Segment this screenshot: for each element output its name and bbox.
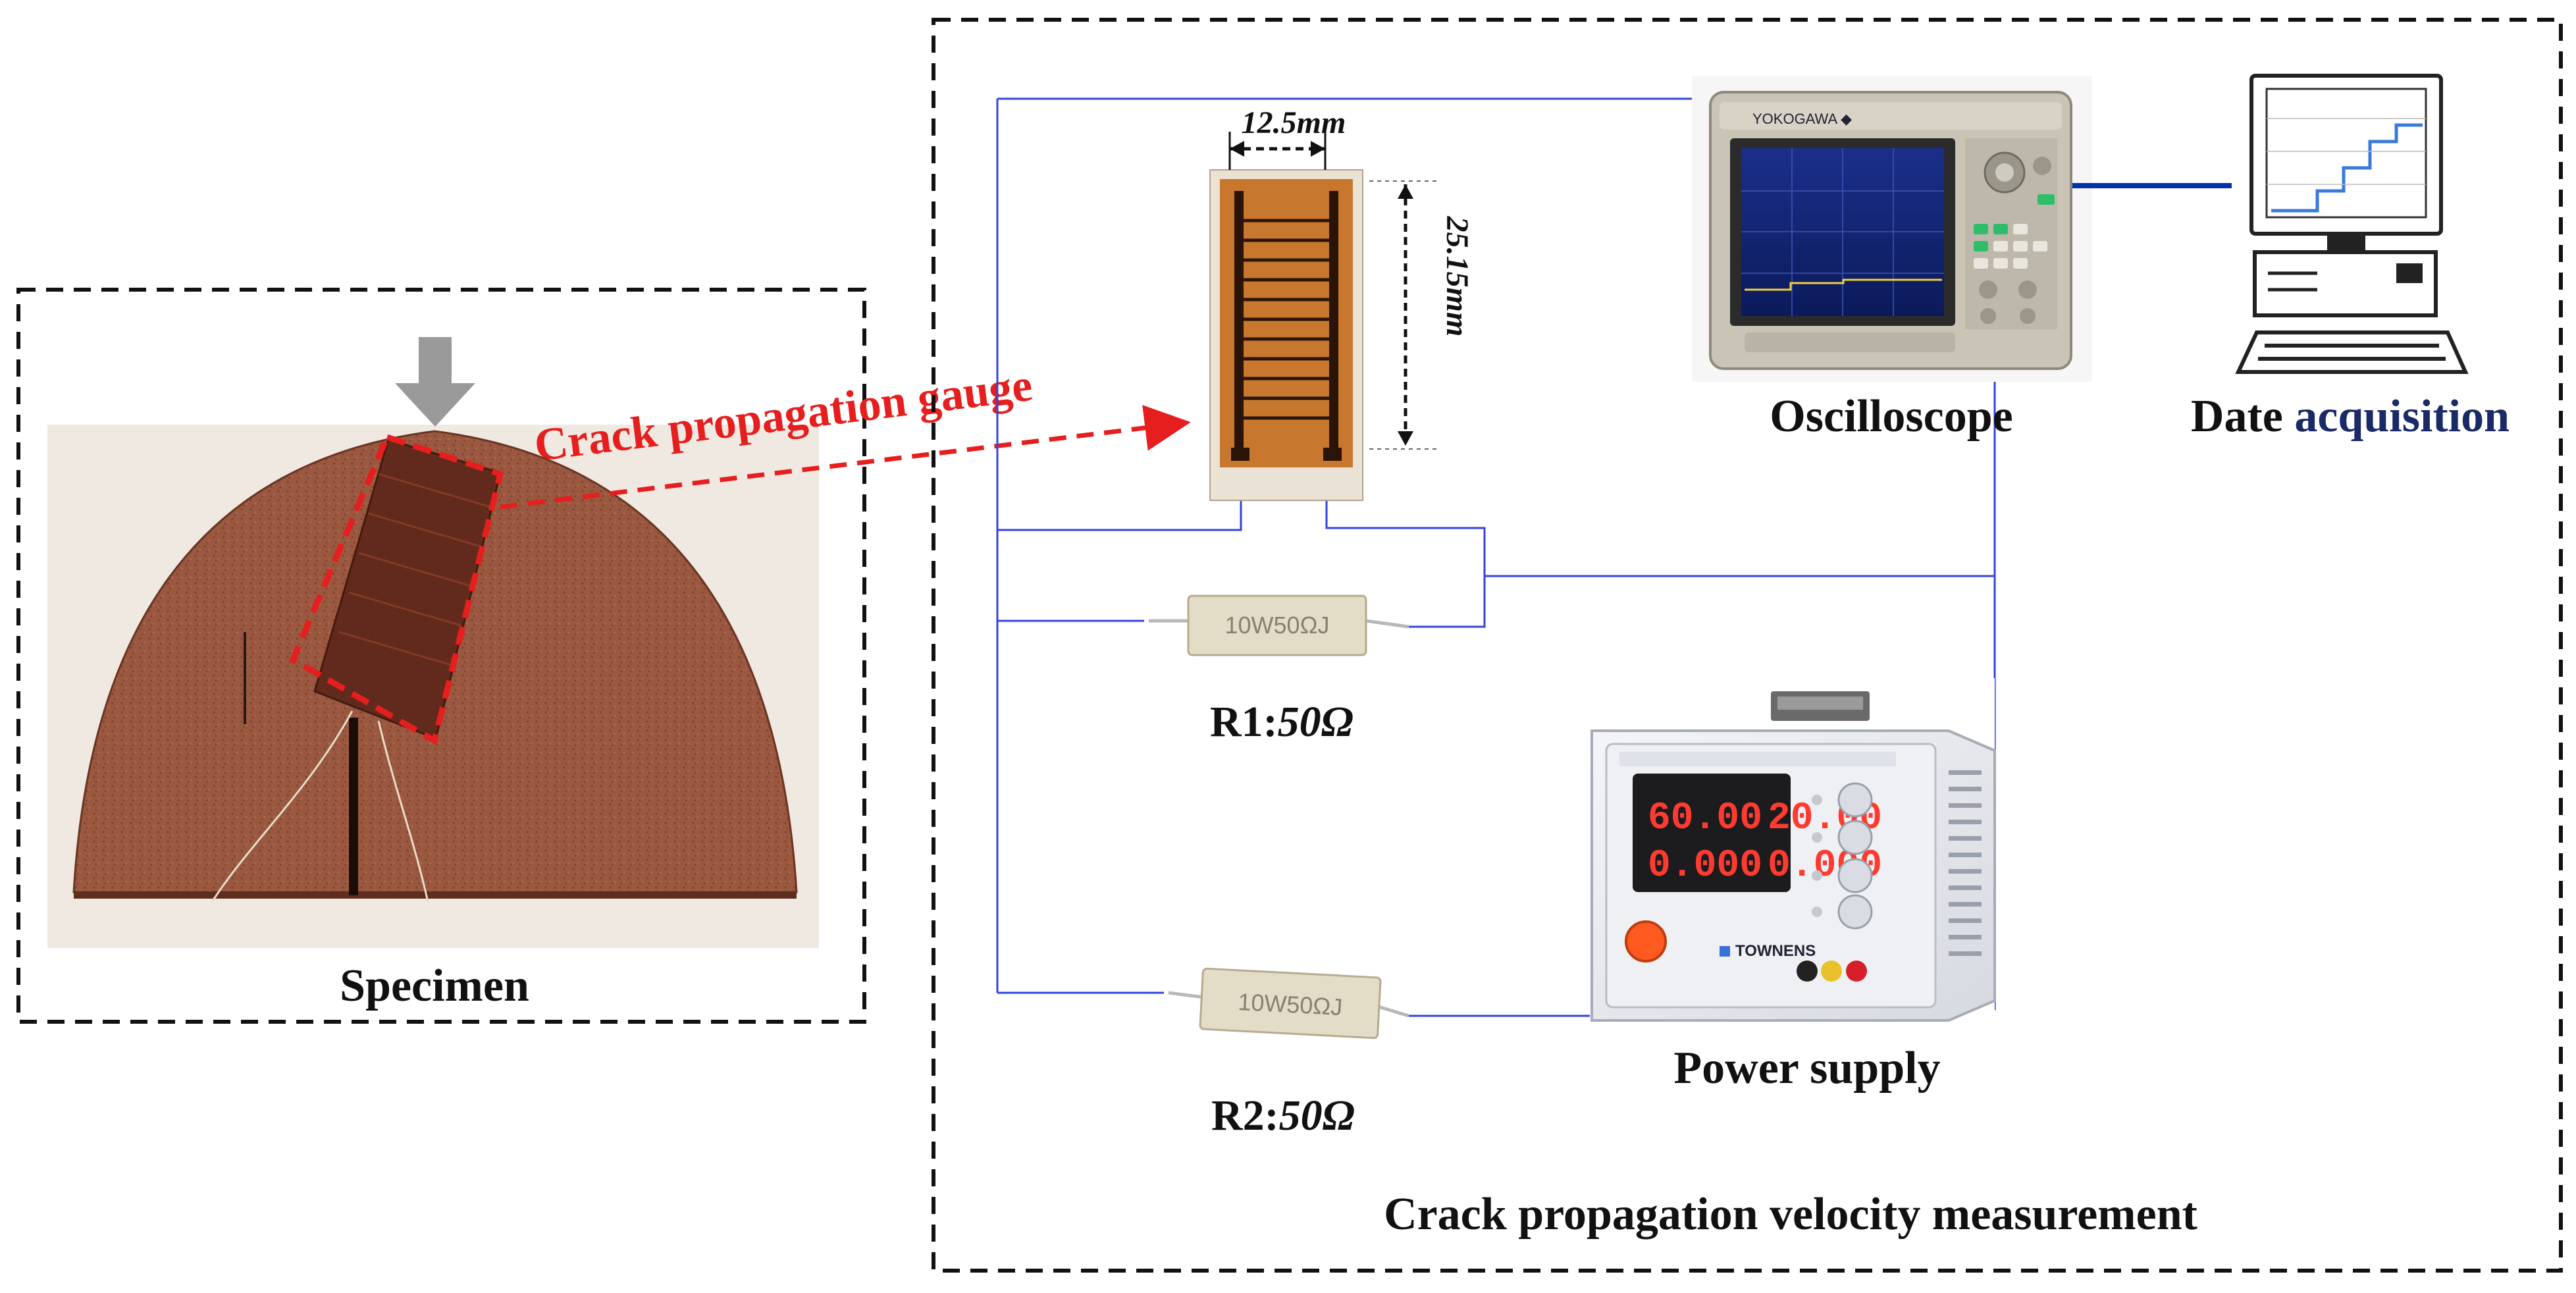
ps-brand: TOWNENS (1735, 942, 1816, 960)
gauge-height-dimension (1369, 180, 1438, 450)
ps-power-button-icon (1625, 920, 1667, 963)
computer-label-part1: Date (2191, 391, 2294, 442)
load-arrow-icon (395, 337, 475, 427)
wire-gauge-right (1325, 500, 1486, 628)
computer-label: Date acquisition (2191, 391, 2510, 442)
gauge-width-label: 12.5mm (1242, 105, 1346, 140)
resistor-r1: 10W50ΩJ (1144, 581, 1409, 670)
power-supply: 60.00 0.000 20.00 0.000 TOWNENS (1590, 678, 1996, 1024)
resistor-r2: 10W50ΩJ (1164, 956, 1409, 1051)
ps-voltage-readout-2: 0.000 (1648, 845, 1762, 887)
oscilloscope-label: Oscilloscope (1770, 391, 2012, 442)
r2-value: 50Ω (1279, 1092, 1355, 1140)
gauge-height-label: 25.15mm (1440, 216, 1475, 337)
power-supply-label: Power supply (1673, 1043, 1940, 1094)
callout-arrow (500, 405, 1191, 510)
oscilloscope: YOKOGAWA ◆ (1692, 76, 2092, 382)
r1-name: R1: (1210, 698, 1278, 746)
r2-name: R2: (1211, 1092, 1279, 1140)
gauge-lead-wire-right (377, 720, 429, 903)
measurement-caption: Crack propagation velocity measurement (1384, 1189, 2197, 1240)
measurement-panel-border (932, 18, 2563, 1273)
ps-voltage-display: 60.00 (1648, 797, 1762, 840)
specimen-base-edge (74, 892, 797, 899)
gauge-width-dimension (1228, 132, 1327, 170)
r1-value: 50Ω (1278, 698, 1354, 746)
r1-label: R1:50Ω (1210, 698, 1354, 746)
gauge-lead-wire-left (211, 710, 354, 903)
specimen-caption: Specimen (340, 961, 529, 1011)
data-acquisition-computer (2235, 74, 2469, 374)
wire-gauge-left (997, 500, 1242, 531)
oscilloscope-brand: YOKOGAWA ◆ (1752, 111, 1852, 127)
crack-propagation-gauge (1209, 169, 1363, 501)
specimen-panel-border (16, 288, 866, 1024)
gauge-highlight-box (289, 433, 504, 745)
r2-print: 10W50ΩJ (1237, 988, 1343, 1020)
r2-label: R2:50Ω (1211, 1092, 1355, 1140)
computer-label-part2: acquisition (2294, 391, 2510, 442)
r1-print: 10W50ΩJ (1225, 612, 1330, 639)
